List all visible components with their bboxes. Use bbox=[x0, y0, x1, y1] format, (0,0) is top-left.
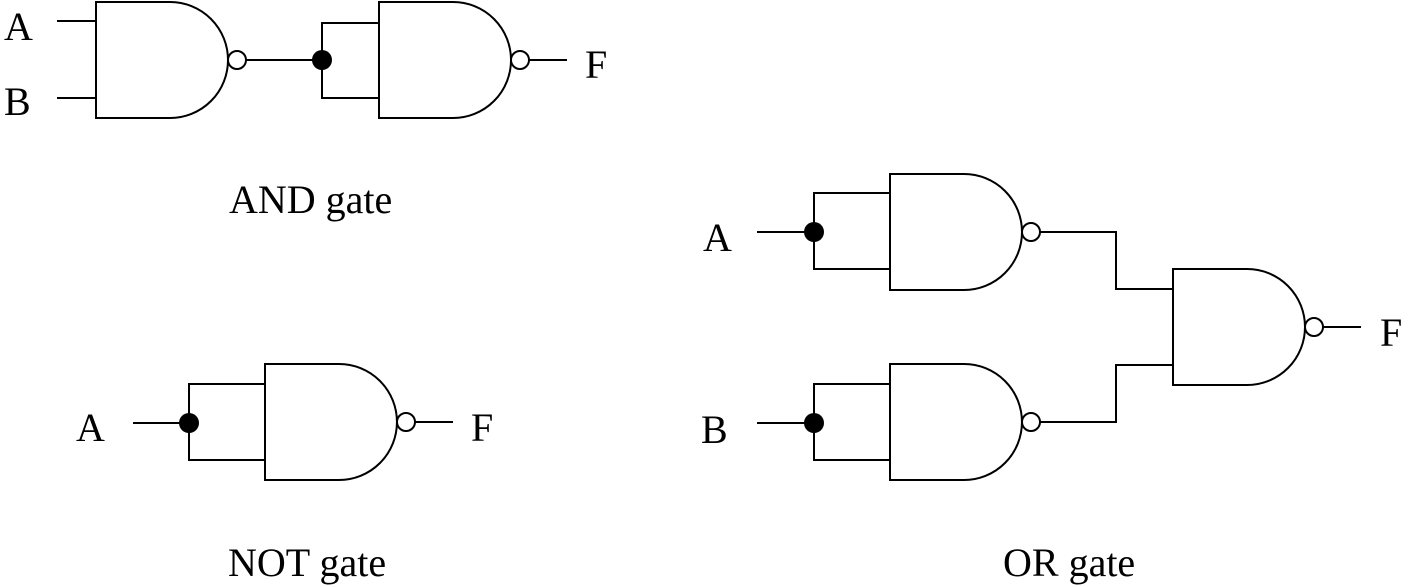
or-nand-gate-out bbox=[1172, 268, 1306, 386]
not-gate-caption: NOT gate bbox=[228, 540, 386, 585]
and-nand-gate-1 bbox=[95, 0, 229, 119]
or-link-b-wire bbox=[1040, 364, 1173, 423]
or-gate-circuit: A B F OR gate bbox=[701, 173, 1402, 585]
not-gate-circuit: A F NOT gate bbox=[76, 363, 493, 585]
not-tied-inputs-wire bbox=[188, 383, 265, 461]
and-output-label: F bbox=[585, 42, 607, 87]
or-nand-a-bubble bbox=[1021, 222, 1041, 242]
or-input-a-label: A bbox=[703, 215, 732, 260]
and-input-a-label: A bbox=[4, 4, 33, 49]
or-nand-gate-b bbox=[889, 363, 1023, 481]
or-tied-inputs-b-wire bbox=[813, 383, 890, 461]
not-output-label: F bbox=[471, 405, 493, 450]
and-gate-caption: AND gate bbox=[229, 177, 392, 222]
or-gate-caption: OR gate bbox=[1003, 540, 1135, 585]
or-nand-gate-a bbox=[889, 173, 1023, 291]
or-nand-b-bubble bbox=[1021, 412, 1041, 432]
and-tied-inputs-wire bbox=[321, 22, 379, 99]
and-input-b-label: B bbox=[4, 79, 31, 124]
and-nand-2-bubble bbox=[510, 50, 530, 70]
and-gate-circuit: A B F AND gate bbox=[4, 0, 607, 222]
not-input-a-label: A bbox=[76, 405, 105, 450]
not-nand-bubble bbox=[396, 412, 416, 432]
and-nand-1-bubble bbox=[227, 50, 247, 70]
or-link-a-wire bbox=[1040, 231, 1173, 290]
or-output-label: F bbox=[1380, 310, 1402, 355]
or-input-b-label: B bbox=[701, 407, 728, 452]
and-nand-gate-2 bbox=[378, 0, 512, 119]
not-nand-gate bbox=[264, 363, 398, 481]
or-tied-inputs-a-wire bbox=[813, 192, 890, 270]
or-nand-out-bubble bbox=[1304, 317, 1324, 337]
